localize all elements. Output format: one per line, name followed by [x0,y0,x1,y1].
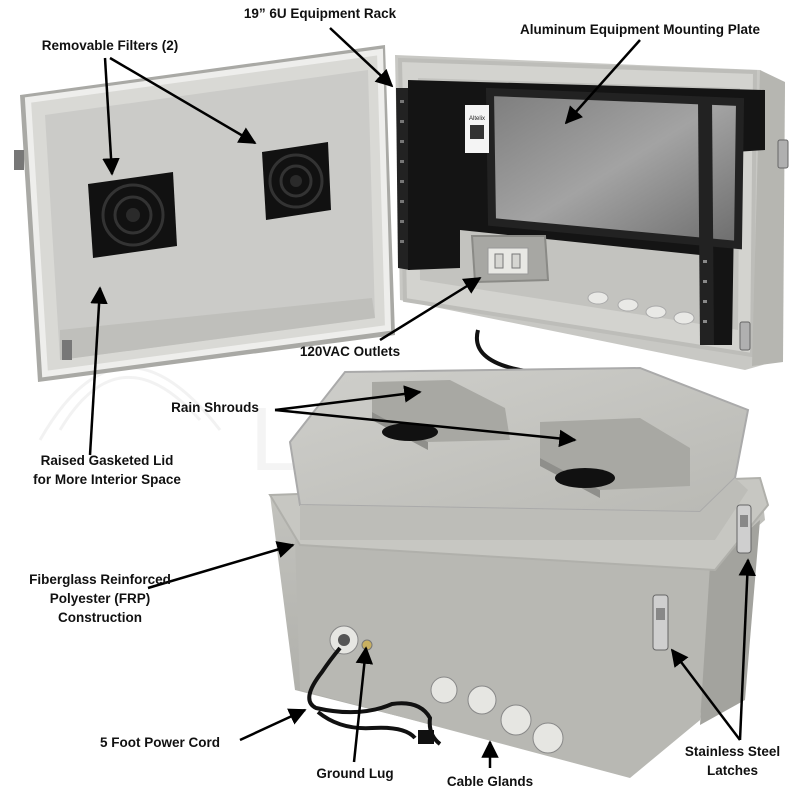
latch-top-right [736,504,752,554]
open-enclosure: Altelix [14,45,789,386]
label-raised-lid: Raised Gasketed Lid for More Interior Sp… [2,451,212,489]
label-frp-line3: Construction [58,610,142,625]
label-outlets: 120VAC Outlets [299,344,401,359]
label-removable-filters: Removable Filters (2) [41,38,179,53]
cable-gland-main [329,625,359,655]
label-cable-glands: Cable Glands [446,774,534,789]
outlet-box [470,235,550,284]
filter-fan-left [88,172,177,258]
label-raised-lid-line2: for More Interior Space [33,472,181,487]
rain-shroud-right [540,418,690,498]
label-frp-line1: Fiberglass Reinforced [29,572,171,587]
raised-lid [288,366,750,514]
rack-left-rail-holes [400,100,404,243]
sticker-text: Altelix [469,116,485,122]
latch-front-right [652,594,669,651]
label-power-cord: 5 Foot Power Cord [99,735,220,750]
power-cord-bottom [307,646,442,746]
label-latches-line2: Latches [706,763,759,778]
enclosure-door [14,45,395,382]
label-frp-construction: Fiberglass Reinforced Polyester (FRP) Co… [0,570,200,627]
cable-glands-row [430,676,564,754]
label-equipment-rack: 19” 6U Equipment Rack [243,6,397,21]
label-stainless-latches: Stainless Steel Latches [670,742,795,780]
label-latches-line1: Stainless Steel [684,744,781,759]
knockout-holes [587,291,695,325]
label-mounting-plate: Aluminum Equipment Mounting Plate [520,22,760,37]
label-rain-shrouds: Rain Shrouds [171,400,259,415]
callout-arrows [88,27,757,768]
filter-fan-right [262,142,331,220]
label-frp-line2: Polyester (FRP) [49,591,151,606]
label-raised-lid-line1: Raised Gasketed Lid [40,453,174,468]
label-ground-lug: Ground Lug [316,766,394,781]
enclosure-body-open: Altelix [395,55,789,386]
closed-enclosure [268,366,770,778]
